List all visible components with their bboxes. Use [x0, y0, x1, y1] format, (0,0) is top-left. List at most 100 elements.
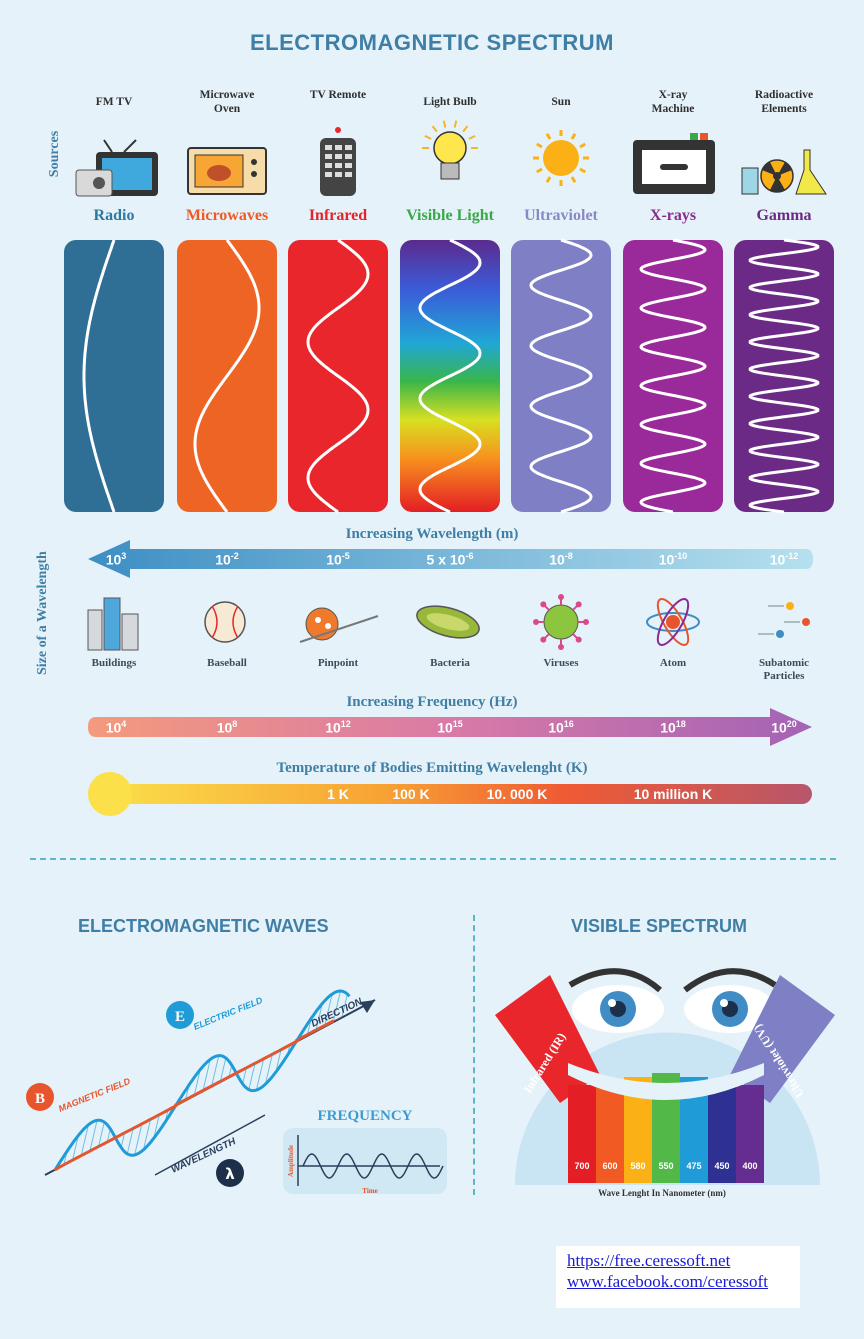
size-icons [87, 594, 810, 651]
wavelength-tick-base-1: 10 [215, 551, 231, 568]
source-label-5: X-ray Machine [651, 89, 695, 115]
em-wave-diagram: E B λ ELECTRIC FIELD MAGNETIC FIELD DIRE… [26, 989, 447, 1195]
time-label: Time [362, 1187, 377, 1195]
right-eye-icon [683, 968, 777, 1033]
em-waves-title: ELECTROMAGNETIC WAVES [78, 916, 329, 936]
wavelength-tick-1: 10-2 [187, 551, 267, 568]
source-label-6: Radioactive Elements [754, 89, 814, 115]
visible-band-nm-1: 600 [602, 1161, 617, 1171]
wavelength-tick-base-4: 10 [549, 551, 565, 568]
wavelength-tick-exp-2: -5 [341, 551, 350, 561]
source-label-1: Microwave Oven [199, 89, 255, 115]
visible-band-4 [680, 1077, 708, 1183]
website-link[interactable]: https://free.ceressoft.net [567, 1251, 731, 1270]
wavelength-tick-3: 5 x 10-6 [410, 551, 490, 568]
frequency-tick-0: 104 [76, 719, 156, 736]
wave-line-1 [193, 239, 261, 513]
size-label-5: Atom [659, 657, 687, 669]
direction-label: DIRECTION [310, 996, 365, 1030]
magnetic-field-label: MAGNETIC FIELD [57, 1076, 132, 1114]
lambda-symbol: λ [225, 1165, 235, 1183]
temperature-tick-0: 1 K [327, 786, 349, 802]
visible-band-nm-5: 450 [714, 1161, 729, 1171]
e-symbol: E [175, 1009, 185, 1025]
column-divider [473, 915, 475, 1195]
wave-panel-0 [64, 240, 164, 512]
facebook-link[interactable]: www.facebook.com/ceressoft [567, 1272, 768, 1291]
temperature-title: Temperature of Bodies Emitting Wavelengh… [276, 760, 588, 776]
visible-band-nm-6: 400 [742, 1161, 757, 1171]
visible-band-nm-0: 700 [574, 1161, 589, 1171]
wave-line-5 [639, 238, 707, 514]
visible-band-3 [652, 1073, 680, 1183]
frequency-tick-exp-4: 16 [563, 719, 574, 729]
wavelength-tick-base-3: 5 x 10 [426, 551, 466, 568]
frequency-tick-base-1: 10 [216, 719, 233, 736]
wavelength-tick-base-6: 10 [769, 551, 786, 568]
frequency-tick-exp-1: 8 [232, 719, 238, 729]
wave-line-4 [529, 238, 593, 514]
wavelength-tick-base-2: 10 [326, 551, 342, 568]
visible-band-nm-3: 550 [658, 1161, 673, 1171]
wavelength-tick-exp-3: -6 [465, 551, 474, 561]
band-name-5: X-rays [649, 207, 697, 224]
frequency-tick-base-4: 10 [548, 719, 564, 736]
frequency-tick-base-2: 10 [325, 719, 341, 736]
size-label-6: Subatomic Particles [758, 657, 810, 682]
wavelength-tick-exp-1: -2 [230, 551, 239, 561]
band-name-4: Ultraviolet [524, 207, 598, 224]
frequency-tick-exp-5: 18 [675, 719, 686, 729]
electric-field-label: ELECTRIC FIELD [192, 995, 264, 1032]
wave-line-0 [82, 239, 116, 513]
band-name-3: Visible Light [406, 207, 494, 224]
temperature-tick-3: 10 million K [633, 786, 713, 802]
size-label-3: Bacteria [430, 657, 470, 669]
frequency-box-title: FREQUENCY [317, 1108, 412, 1124]
frequency-tick-3: 1015 [410, 719, 490, 736]
source-label-4: Sun [551, 96, 571, 108]
frequency-tick-exp-6: 20 [786, 719, 797, 729]
wavelength-caption: Wave Lenght In Nanometer (nm) [598, 1188, 726, 1198]
section-divider [30, 858, 836, 860]
band-name-0: Radio [93, 207, 135, 224]
wave-panels [64, 238, 834, 514]
wavelength-tick-exp-4: -8 [564, 551, 573, 561]
visible-band-0 [568, 1085, 596, 1183]
frequency-tick-2: 1012 [298, 719, 378, 736]
visible-band-nm-4: 475 [686, 1161, 701, 1171]
source-label-0: FM TV [95, 96, 133, 108]
band-name-2: Infrared [308, 207, 368, 224]
frequency-tick-4: 1016 [521, 719, 601, 736]
size-label-2: Pinpoint [317, 657, 359, 669]
frequency-tick-exp-0: 4 [121, 719, 127, 729]
frequency-tick-base-3: 10 [437, 719, 453, 736]
wavelength-tick-2: 10-5 [298, 551, 378, 568]
temperature-bar [88, 772, 812, 816]
links-box: https://free.ceressoft.net www.facebook.… [556, 1246, 800, 1308]
band-name-1: Microwaves [185, 207, 269, 224]
visible-band-5 [708, 1081, 736, 1183]
frequency-tick-base-0: 10 [105, 719, 122, 736]
wavelength-tick-exp-0: 3 [121, 551, 127, 561]
source-icons [75, 120, 827, 197]
size-label-1: Baseball [207, 657, 247, 669]
source-label-3: Light Bulb [423, 96, 477, 108]
wavelength-title: Increasing Wavelength (m) [345, 526, 519, 542]
wave-line-3 [418, 238, 482, 514]
frequency-arrow [88, 708, 812, 746]
left-eye-icon [568, 968, 664, 1033]
wavelength-tick-exp-6: -12 [785, 551, 799, 561]
wavelength-tick-5: 10-10 [633, 551, 713, 568]
visible-band-1 [596, 1081, 624, 1183]
visible-band-nm-2: 580 [630, 1161, 645, 1171]
frequency-tick-base-5: 10 [660, 719, 676, 736]
wave-line-2 [306, 238, 370, 514]
wavelength-tick-4: 10-8 [521, 551, 601, 568]
wave-panel-4 [511, 240, 611, 512]
size-label-0: Buildings [91, 657, 137, 669]
wavelength-arrow [88, 540, 813, 578]
frequency-tick-base-6: 10 [771, 719, 787, 736]
wavelength-tick-base-5: 10 [658, 551, 675, 568]
visible-band-6 [736, 1085, 764, 1183]
